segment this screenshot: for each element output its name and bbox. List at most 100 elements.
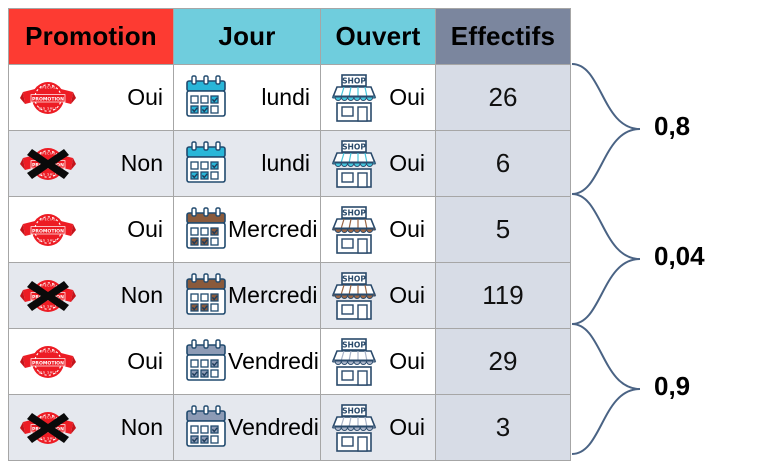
header-row: Promotion Jour Ouvert Effectifs [8, 8, 571, 65]
cell-jour-label: lundi [261, 150, 310, 176]
calendar-icon [184, 404, 228, 451]
calendar-icon [184, 338, 228, 385]
cross-mark-icon [27, 148, 69, 179]
calendar-icon [186, 74, 226, 117]
table-header: Promotion Jour Ouvert Effectifs [8, 8, 571, 65]
cell-ouvert-label: Oui [389, 282, 425, 308]
cell-effectifs: 3 [435, 394, 571, 461]
cell-jour: Vendredi [173, 328, 321, 395]
cell-jour: Mercredi [173, 196, 321, 263]
brace-label-0: 0,8 [654, 111, 691, 141]
column-header-jour: Jour [173, 8, 321, 65]
cell-effectifs: 29 [435, 328, 571, 395]
cell-jour-label: Mercredi [228, 216, 318, 242]
svg-text:SPECIAL: SPECIAL [40, 283, 57, 287]
svg-text:BIG SALE: BIG SALE [39, 106, 58, 110]
svg-text:BIG SALE: BIG SALE [39, 172, 58, 176]
cell-ouvert-label: Oui [389, 150, 425, 176]
shop-icon: SHOP [331, 403, 377, 453]
cell-effectifs: 5 [435, 196, 571, 263]
cell-ouvert-label: Oui [389, 84, 425, 110]
cell-promotion-label: Oui [127, 84, 163, 110]
svg-text:BIG SALE: BIG SALE [39, 304, 58, 308]
shop-icon: SHOP [331, 73, 377, 123]
shop-icon: SHOP [331, 337, 377, 387]
column-header-ouvert: Ouvert [320, 8, 436, 65]
cell-effectifs: 6 [435, 130, 571, 197]
cell-effectifs-value: 26 [488, 82, 518, 112]
cell-effectifs-value: 119 [482, 280, 524, 310]
brace-label-2: 0,9 [654, 371, 691, 401]
shop-icon: SHOP [331, 205, 377, 255]
cell-ouvert: SHOP Oui [320, 64, 436, 131]
column-header-effectifs: Effectifs [435, 8, 571, 65]
svg-text:SPECIAL: SPECIAL [40, 151, 57, 155]
column-header-effectifs-label: Effectifs [450, 21, 556, 51]
cell-jour: lundi [173, 64, 321, 131]
svg-text:SHOP: SHOP [342, 208, 366, 217]
svg-text:SHOP: SHOP [342, 142, 366, 151]
cell-jour: lundi [173, 130, 321, 197]
calendar-icon [186, 404, 226, 447]
cell-effectifs: 26 [435, 64, 571, 131]
svg-text:SHOP: SHOP [342, 76, 366, 85]
calendar-icon [184, 206, 228, 253]
cell-jour: Vendredi [173, 394, 321, 461]
brace-label-1: 0,04 [654, 241, 705, 271]
svg-text:SHOP: SHOP [342, 340, 366, 349]
shop-icon: SHOP [331, 337, 377, 386]
svg-text:SHOP: SHOP [342, 406, 366, 415]
cross-mark-icon [27, 412, 69, 443]
calendar-icon [186, 140, 226, 183]
cell-ouvert: SHOP Oui [320, 130, 436, 197]
calendar-icon [184, 140, 228, 187]
svg-text:SPECIAL: SPECIAL [40, 349, 57, 353]
shop-icon: SHOP [331, 205, 377, 254]
calendar-icon [184, 74, 228, 121]
calendar-icon [186, 272, 226, 315]
promotion-badge-icon: PROMOTION SPECIAL BIG SALE [19, 339, 77, 385]
cell-effectifs-value: 6 [495, 148, 511, 178]
shop-icon: SHOP [331, 139, 377, 189]
svg-text:PROMOTION: PROMOTION [32, 360, 64, 366]
column-header-promotion: Promotion [8, 8, 174, 65]
svg-text:BIG SALE: BIG SALE [39, 238, 58, 242]
shop-icon: SHOP [331, 271, 377, 321]
svg-text:BIG SALE: BIG SALE [39, 436, 58, 440]
cell-promotion-label: Non [120, 282, 163, 308]
calendar-icon [186, 338, 226, 381]
cell-jour-label: Vendredi [228, 414, 319, 440]
column-header-ouvert-label: Ouvert [335, 21, 421, 51]
svg-text:SPECIAL: SPECIAL [40, 85, 57, 89]
svg-text:BIG SALE: BIG SALE [39, 370, 58, 374]
shop-icon: SHOP [331, 73, 377, 122]
cell-jour: Mercredi [173, 262, 321, 329]
contingency-table: Promotion Jour Ouvert Effectifs PROMOTIO… [8, 8, 571, 461]
cell-promotion-label: Non [120, 150, 163, 176]
cell-jour-label: Mercredi [228, 282, 318, 308]
shop-icon: SHOP [331, 403, 377, 452]
cell-promotion-label: Oui [127, 216, 163, 242]
